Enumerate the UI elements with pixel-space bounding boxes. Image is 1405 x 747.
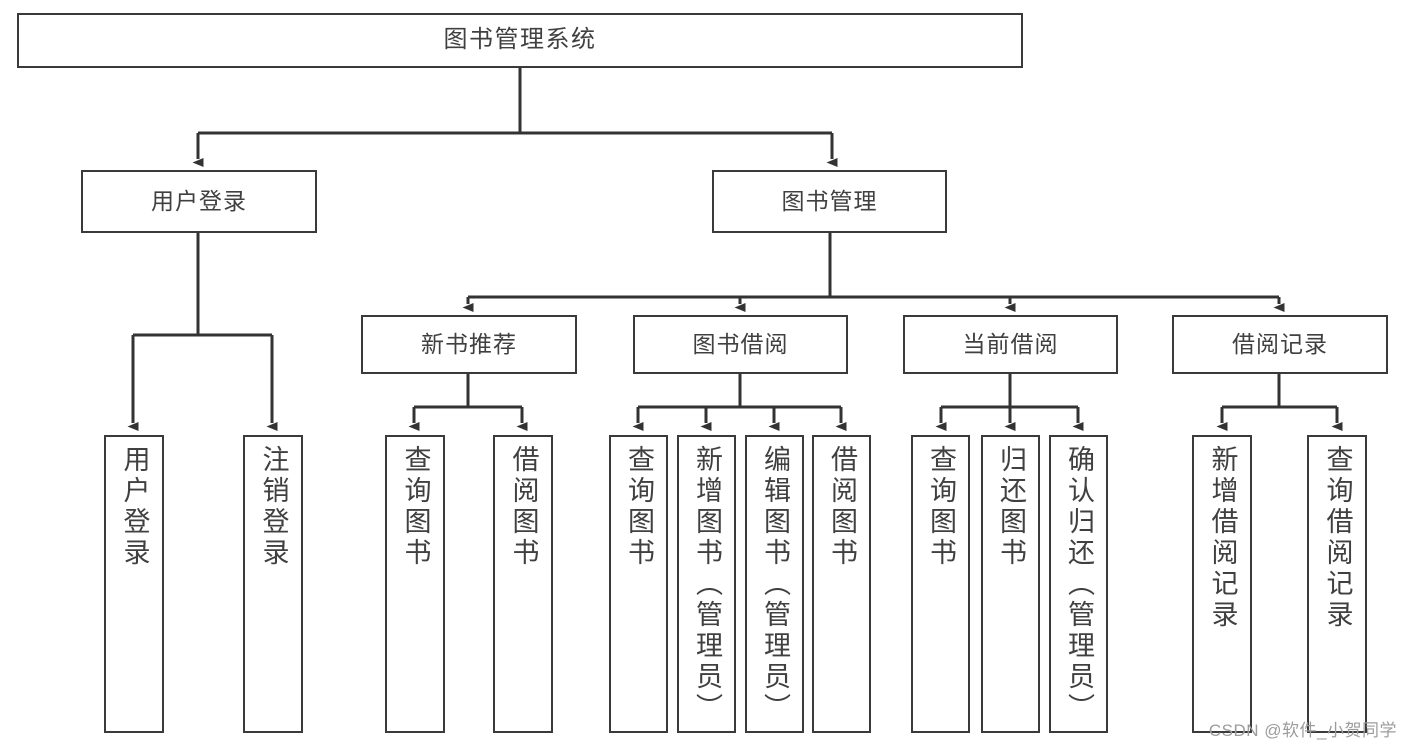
- node-label: 查询借阅记录: [1322, 445, 1353, 631]
- leaf-borrow-add-book[interactable]: 新增图书（管理员）: [677, 435, 736, 733]
- node-label: 借阅图书: [508, 445, 539, 569]
- node-label: 注销登录: [258, 445, 289, 569]
- node-root-system[interactable]: 图书管理系统: [17, 13, 1023, 68]
- node-label: 确认归还（管理员）: [1064, 445, 1094, 724]
- node-label: 查询图书: [926, 445, 956, 569]
- node-borrow-records[interactable]: 借阅记录: [1172, 315, 1388, 374]
- node-label: 编辑图书（管理员）: [760, 445, 790, 724]
- leaf-records-query-record[interactable]: 查询借阅记录: [1307, 435, 1367, 733]
- node-label: 当前借阅: [962, 330, 1059, 357]
- node-label: 归还图书: [996, 445, 1026, 569]
- node-label: 新增借阅记录: [1207, 445, 1238, 631]
- node-label: 借阅图书: [827, 445, 857, 569]
- node-label: 用户登录: [151, 187, 247, 214]
- node-current-borrow[interactable]: 当前借阅: [903, 315, 1118, 374]
- leaf-borrow-edit-book[interactable]: 编辑图书（管理员）: [745, 435, 804, 733]
- leaf-new-book-borrow[interactable]: 借阅图书: [493, 435, 553, 733]
- node-label: 图书管理系统: [443, 26, 597, 54]
- leaf-user-login-login[interactable]: 用户登录: [104, 435, 164, 733]
- node-label: 新书推荐: [421, 330, 517, 357]
- node-label: 新增图书（管理员）: [692, 445, 722, 724]
- leaf-records-add-record[interactable]: 新增借阅记录: [1192, 435, 1252, 733]
- node-label: 用户登录: [119, 445, 150, 569]
- leaf-current-query-book[interactable]: 查询图书: [911, 435, 970, 733]
- node-label: 查询图书: [400, 445, 431, 569]
- watermark: CSDN @软件_小贺同学: [1208, 721, 1397, 740]
- leaf-user-login-logout[interactable]: 注销登录: [243, 435, 303, 733]
- leaf-current-return-book[interactable]: 归还图书: [981, 435, 1040, 733]
- node-label: 查询图书: [624, 445, 654, 569]
- node-new-book-recommend[interactable]: 新书推荐: [361, 315, 577, 374]
- leaf-borrow-query-book[interactable]: 查询图书: [609, 435, 668, 733]
- leaf-current-confirm-return[interactable]: 确认归还（管理员）: [1049, 435, 1108, 733]
- node-book-management[interactable]: 图书管理: [712, 170, 947, 233]
- leaf-borrow-borrow-book[interactable]: 借阅图书: [812, 435, 871, 733]
- node-label: 图书借阅: [692, 330, 789, 357]
- node-label: 借阅记录: [1232, 330, 1328, 357]
- node-user-login[interactable]: 用户登录: [81, 170, 317, 233]
- node-book-borrow[interactable]: 图书借阅: [633, 315, 848, 374]
- leaf-new-book-query[interactable]: 查询图书: [385, 435, 445, 733]
- node-label: 图书管理: [781, 187, 878, 214]
